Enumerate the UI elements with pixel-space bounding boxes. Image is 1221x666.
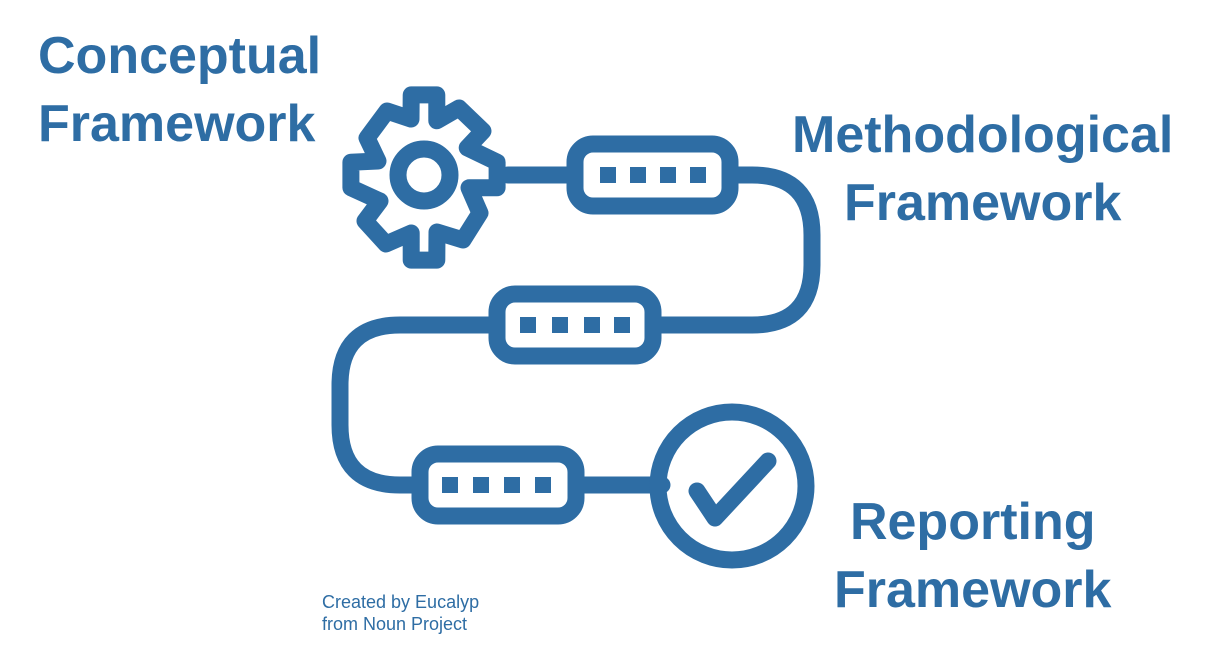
block2-dot xyxy=(552,317,568,333)
methodological-framework-label: Methodological Framework xyxy=(792,101,1173,237)
methodological-line2: Framework xyxy=(843,174,1122,232)
path-block2-to-block3 xyxy=(331,316,506,494)
icon-credit: Created by Eucalyp from Noun Project xyxy=(322,591,479,635)
checkmark-circle-icon xyxy=(649,403,815,569)
reporting-framework-label: Reporting Framework xyxy=(834,488,1111,624)
connector-block-icon-1 xyxy=(566,135,739,215)
block3-dot xyxy=(504,477,520,493)
connector-block-icon-3 xyxy=(411,445,585,525)
gear-icon xyxy=(342,86,506,269)
block2-dot xyxy=(614,317,630,333)
block1-dot xyxy=(690,167,706,183)
block1-dot xyxy=(660,167,676,183)
reporting-line1: Reporting xyxy=(849,493,1096,551)
conceptual-line1: Conceptual xyxy=(38,27,322,85)
block1-dot xyxy=(630,167,646,183)
conceptual-framework-label: Conceptual Framework xyxy=(38,22,321,158)
block1-dot xyxy=(600,167,616,183)
block3-dot xyxy=(473,477,489,493)
connector-block-icon-2 xyxy=(488,285,662,365)
block3-dot xyxy=(535,477,551,493)
reporting-line2: Framework xyxy=(834,561,1112,619)
credit-line1: Created by Eucalyp xyxy=(322,592,480,612)
path-block1-to-block2 xyxy=(644,166,821,334)
block3-dot xyxy=(442,477,458,493)
block2-dot xyxy=(584,317,600,333)
conceptual-line2: Framework xyxy=(38,95,316,153)
methodological-line1: Methodological xyxy=(792,106,1174,164)
block2-dot xyxy=(520,317,536,333)
credit-line2: from Noun Project xyxy=(322,614,468,634)
